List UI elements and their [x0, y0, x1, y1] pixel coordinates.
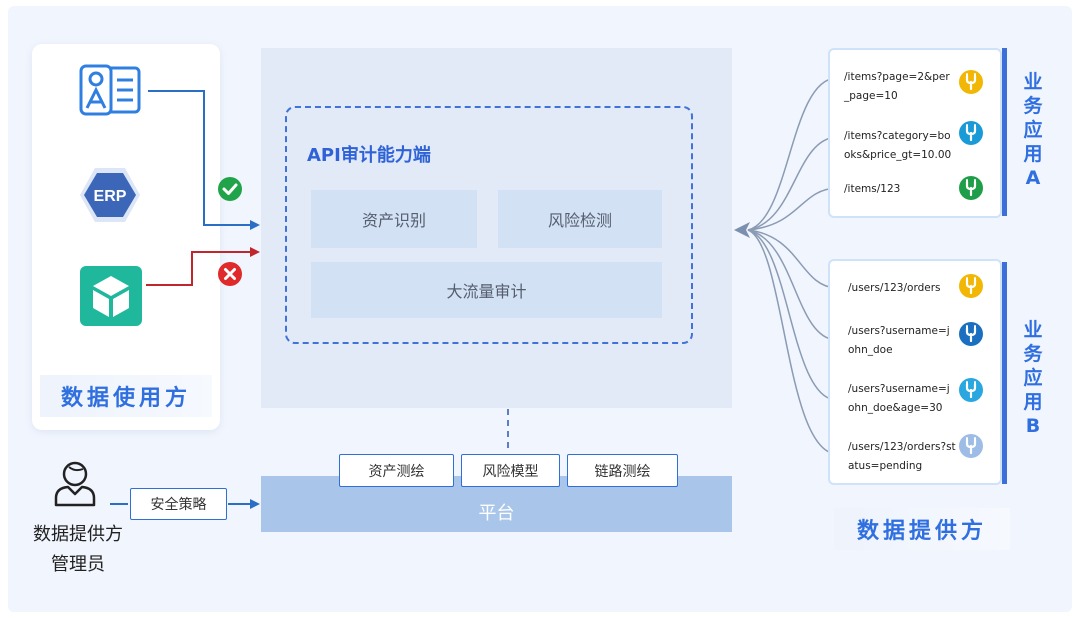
admin-label-line2: 管理员 — [51, 554, 105, 575]
security-policy-box: 安全策略 — [130, 488, 227, 520]
blocked-flow-line — [146, 247, 260, 286]
business-app-a-label: 业 务 应 用 A — [1018, 70, 1048, 190]
risk-model-chip: 风险模型 — [461, 454, 560, 487]
oa-document-icon — [79, 64, 141, 116]
api-audit-boundary — [285, 106, 693, 344]
user-outline-icon — [52, 458, 98, 508]
ok-flow-line — [148, 90, 260, 230]
endpoint-b2-icon — [958, 321, 984, 351]
asset-identification-module: 资产识别 — [311, 190, 477, 248]
business-app-b-label: 业 务 应 用 B — [1018, 318, 1048, 438]
endpoint-b3-icon — [958, 377, 984, 407]
cube-icon — [79, 265, 143, 327]
label-char: 业 — [1023, 71, 1043, 93]
endpoint-a2-icon — [958, 120, 984, 150]
fan-arrow-head — [734, 222, 750, 238]
cross-circle-icon — [217, 261, 243, 287]
asset-mapping-chip: 资产测绘 — [339, 454, 454, 487]
label-char: 务 — [1023, 95, 1043, 117]
endpoint-b1: /users/123/orders — [848, 282, 941, 294]
label-char: 应 — [1023, 367, 1043, 389]
admin-label-line1: 数据提供方 — [33, 524, 123, 545]
provider-fan-lines — [747, 77, 837, 455]
check-circle-icon — [217, 176, 243, 202]
label-char: 用 — [1023, 391, 1043, 413]
label-char: 业 — [1023, 319, 1043, 341]
label-char: 应 — [1023, 119, 1043, 141]
endpoint-a1-icon — [958, 69, 984, 99]
label-char: B — [1025, 415, 1041, 437]
endpoint-b2: /users?username=john_doe — [848, 325, 950, 356]
endpoint-a1: /items?page=2&per_page=10 — [844, 71, 950, 102]
high-traffic-audit-module: 大流量审计 — [311, 262, 662, 318]
business-app-a-bar — [1002, 48, 1007, 216]
label-char: 用 — [1023, 143, 1043, 165]
endpoint-a2: /items?category=books&price_gt=10.00 — [844, 130, 952, 161]
endpoint-b4: /users/123/orders?status=pending — [848, 441, 956, 472]
label-char: 务 — [1023, 343, 1043, 365]
endpoint-b3: /users?username=john_doe&age=30 — [848, 383, 950, 414]
endpoint-b4-icon — [958, 433, 984, 463]
data-consumer-title: 数据使用方 — [40, 375, 212, 417]
erp-hexagon-icon: ERP — [79, 166, 141, 224]
data-provider-title: 数据提供方 — [834, 508, 1010, 550]
risk-detection-module: 风险检测 — [498, 190, 662, 248]
api-audit-title: API审计能力端 — [307, 145, 431, 166]
label-char: A — [1025, 167, 1041, 189]
admin-label: 数据提供方 管理员 — [18, 520, 138, 580]
endpoint-a3-icon — [958, 175, 984, 205]
endpoint-a3: /items/123 — [844, 183, 901, 195]
link-mapping-chip: 链路测绘 — [567, 454, 678, 487]
endpoint-b1-icon — [958, 273, 984, 303]
erp-label: ERP — [94, 188, 127, 205]
business-app-b-bar — [1002, 262, 1007, 484]
